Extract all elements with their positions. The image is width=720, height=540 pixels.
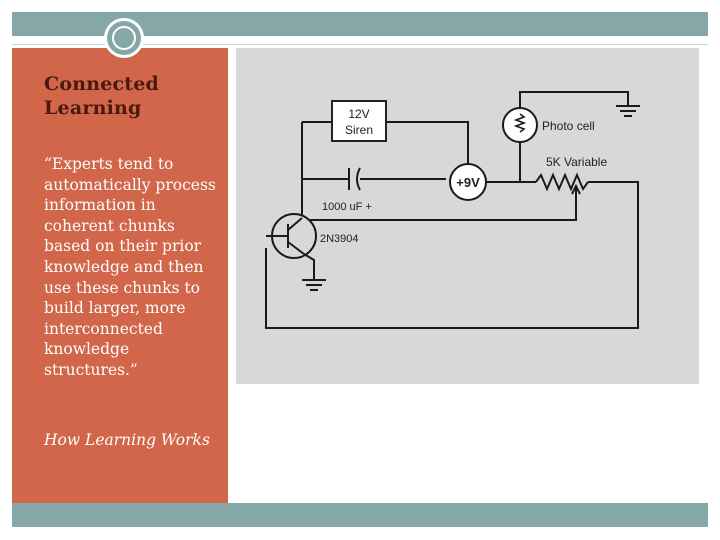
divider (12, 44, 708, 45)
siren-label-1: 12V (348, 107, 369, 121)
circuit-diagram: 12V Siren Photo cell 5K Variable +9V 100… (236, 48, 699, 384)
circuit-svg: 12V Siren Photo cell 5K Variable +9V 100… (265, 91, 640, 329)
photocell-resistor (513, 113, 527, 133)
ring-ornament-icon (104, 18, 144, 58)
capacitor-label: 1000 uF + (322, 201, 372, 213)
bottom-bar (12, 503, 708, 527)
battery-label: +9V (456, 175, 480, 190)
wire-photocell-ground (519, 91, 629, 108)
variable-resistor (535, 172, 589, 192)
wire-return-loop (265, 181, 639, 329)
left-panel (12, 48, 228, 503)
capacitor-plate-2 (356, 167, 361, 191)
quote-text: “Experts tend to automatically process i… (44, 155, 216, 379)
wiper-arrowhead (571, 183, 581, 195)
wire-emitter-ground (303, 253, 315, 280)
slide-title: Connected Learning (44, 73, 160, 119)
quote-source: How Learning Works (44, 431, 210, 449)
transistor-label: 2N3904 (320, 233, 359, 245)
photocell-label: Photo cell (542, 119, 595, 133)
variable-label: 5K Variable (546, 155, 607, 169)
wire-siren-battery (386, 121, 469, 166)
siren-label-2: Siren (345, 123, 373, 137)
wire-wiper-base (306, 206, 577, 221)
transistor-emitter (287, 241, 305, 255)
transistor-collector (287, 217, 303, 231)
